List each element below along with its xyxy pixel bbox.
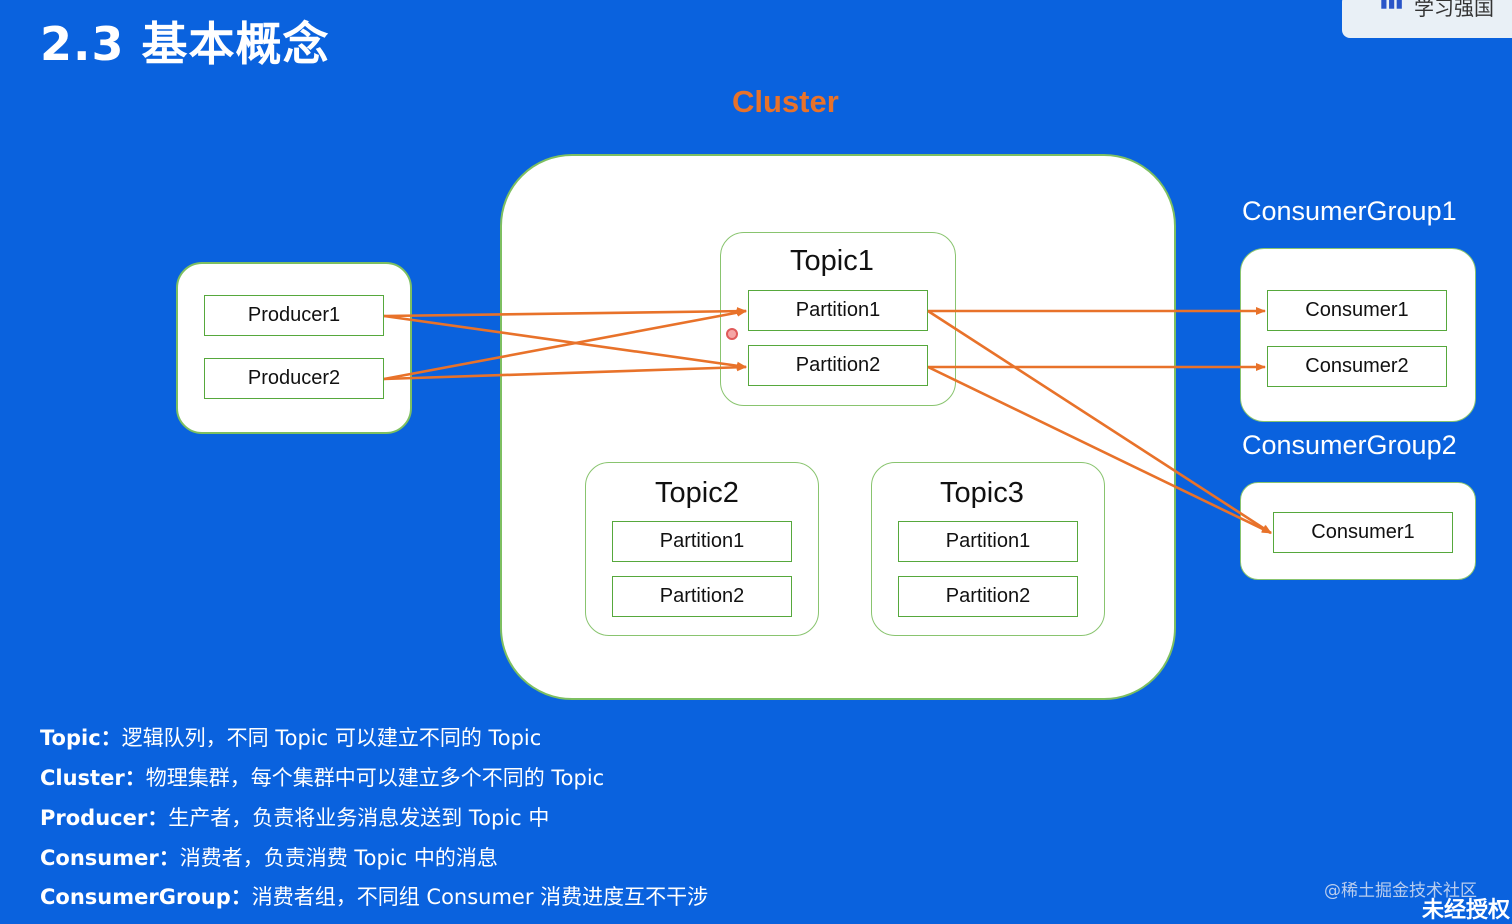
definition-consumer-group: ConsumerGroup：消费者组，不同组 Consumer 消费进度互不干涉 [40,881,708,911]
topic-3-partition-2: Partition2 [898,576,1078,617]
watermark: @稀土掘金技术社区 [1324,881,1477,901]
definition-producer: Producer：生产者，负责将业务消息发送到 Topic 中 [40,802,549,832]
definition-term: Cluster： [40,766,146,790]
corner-text: 未经授权 [1422,898,1511,923]
topic-1-title: Topic1 [790,245,874,277]
definition-text: 物理集群，每个集群中可以建立多个不同的 Topic [145,766,605,790]
definition-text: 生产者，负责将业务消息发送到 Topic 中 [168,806,550,830]
group-1-consumer-2: Consumer2 [1267,346,1447,387]
definition-text: 逻辑队列，不同 Topic 可以建立不同的 Topic [121,726,542,750]
topic-1-partition-1: Partition1 [748,290,928,331]
topic-3-partition-1: Partition1 [898,521,1078,562]
consumer-group-1-container [1240,248,1476,422]
slide-title: 2.3 基本概念 [40,17,330,71]
topic-2-partition-2: Partition2 [612,576,792,617]
definition-cluster: Cluster：物理集群，每个集群中可以建立多个不同的 Topic [40,762,604,792]
definition-term: Topic： [40,726,122,750]
topic-1-partition-2: Partition2 [748,345,928,386]
group-2-consumer-1: Consumer1 [1273,512,1453,553]
definition-text: 消费者组，不同组 Consumer 消费进度互不干涉 [251,885,709,909]
definition-consumer: Consumer：消费者，负责消费 Topic 中的消息 [40,842,498,872]
logo: ▮▮▮ 学习强国 [1342,0,1512,38]
definition-topic: Topic：逻辑队列，不同 Topic 可以建立不同的 Topic [40,722,541,752]
logo-icon: ▮▮▮ [1380,0,1404,10]
topic-2-partition-1: Partition1 [612,521,792,562]
logo-text: 学习强国 [1414,0,1494,20]
producer-1-box: Producer1 [204,295,384,336]
group-1-consumer-1: Consumer1 [1267,290,1447,331]
definition-term: Producer： [40,806,169,830]
consumer-group-1-label: ConsumerGroup1 [1242,196,1457,226]
producers-container [176,262,412,434]
cluster-label: Cluster [732,84,839,119]
topic-2-title: Topic2 [655,477,739,509]
consumer-group-2-label: ConsumerGroup2 [1242,430,1457,460]
cursor-pointer [726,328,738,340]
definition-term: Consumer： [40,846,180,870]
definition-term: ConsumerGroup： [40,885,252,909]
producer-2-box: Producer2 [204,358,384,399]
definition-text: 消费者，负责消费 Topic 中的消息 [179,846,498,870]
topic-3-title: Topic3 [940,477,1024,509]
